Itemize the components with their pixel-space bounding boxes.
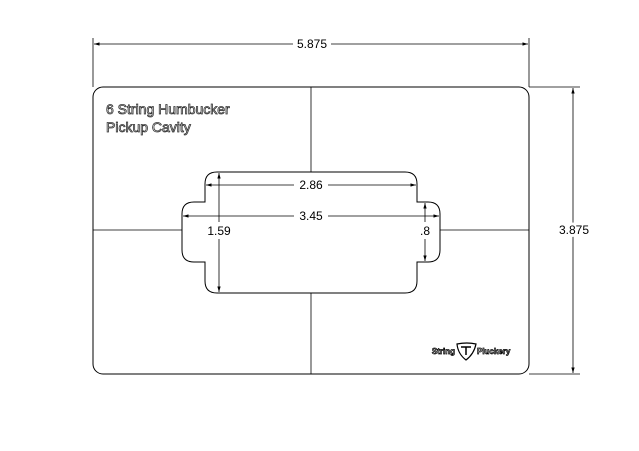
- overall-height-label: 3.875: [559, 223, 589, 237]
- ear-height-label: .8: [420, 224, 430, 238]
- body-height-label: 1.59: [207, 224, 231, 238]
- drawing-title-line1: 6 String Humbucker: [106, 101, 230, 117]
- drawing-title-line2: Pickup Cavity: [106, 119, 191, 135]
- overall-width-label: 5.875: [297, 37, 327, 51]
- pickup-cavity-outline: [181, 171, 441, 294]
- ear-width-label: 3.45: [299, 209, 323, 223]
- logo-text-right: Pluckery: [477, 347, 511, 356]
- logo-text-left: String: [432, 347, 455, 356]
- brand-logo: String Pluckery: [432, 342, 511, 361]
- body-width-label: 2.86: [299, 178, 323, 192]
